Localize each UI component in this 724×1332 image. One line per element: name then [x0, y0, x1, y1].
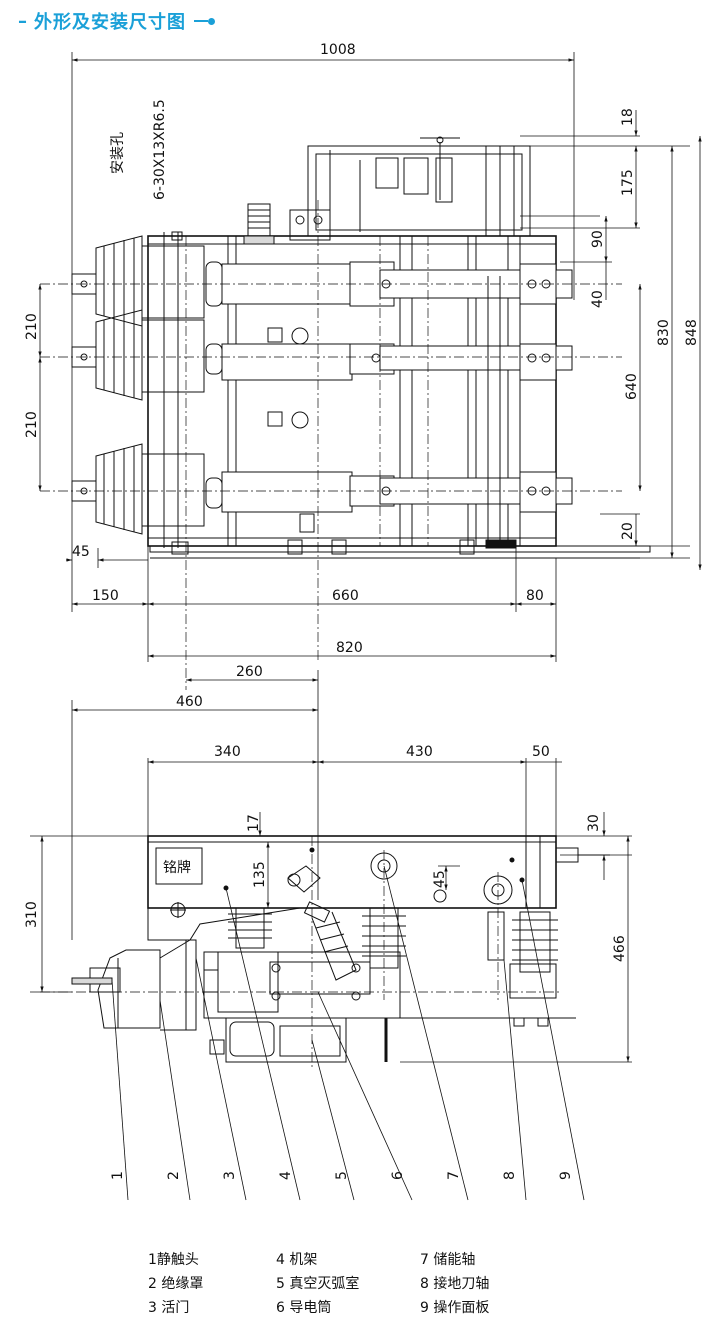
insulator-phase-2 — [71, 309, 205, 401]
dim-1008: 1008 — [320, 42, 356, 58]
legend-column-1: 1静触头 2 绝缘罩 3 活门 — [148, 1248, 203, 1320]
dim-150: 150 — [92, 588, 119, 604]
dim-17: 17 — [246, 814, 262, 832]
callout-leaders — [111, 865, 585, 1201]
dim-848: 848 — [684, 319, 700, 346]
dim-90: 90 — [590, 230, 606, 248]
insulator-phase-1 — [71, 235, 205, 327]
callout-numbers: 1 2 3 4 5 6 7 8 9 — [110, 1171, 574, 1180]
dim-50: 50 — [532, 744, 550, 760]
dim-466: 466 — [612, 935, 628, 962]
callout-1: 1 — [110, 1171, 126, 1180]
dim-80: 80 — [526, 588, 544, 604]
header-dash: – — [18, 10, 28, 32]
dim-460: 460 — [176, 694, 203, 710]
dim-430: 430 — [406, 744, 433, 760]
legend-item-5: 5 真空灭弧室 — [276, 1276, 360, 1292]
legend-item-7: 7 储能轴 — [420, 1252, 476, 1268]
legend-item-4: 4 机架 — [276, 1252, 318, 1268]
dim-20: 20 — [620, 522, 636, 540]
dim-40: 40 — [590, 290, 606, 308]
dim-175: 175 — [620, 169, 636, 196]
top-view: 1008 18 175 90 40 640 830 848 20 210 210… — [24, 42, 702, 690]
page-header: – 外形及安装尺寸图 — [18, 8, 215, 34]
callout-5: 5 — [334, 1171, 350, 1180]
mount-hole-spec: 6-30X13XR6.5 — [152, 99, 168, 200]
dim-260: 260 — [236, 664, 263, 680]
dim-45-top: 45 — [72, 544, 90, 560]
dim-830: 830 — [656, 319, 672, 346]
insulator-phase-3 — [71, 443, 205, 535]
mount-hole-label: 安装孔 — [110, 132, 126, 174]
callout-3: 3 — [222, 1171, 238, 1180]
dim-310: 310 — [24, 901, 40, 928]
callout-8: 8 — [502, 1171, 518, 1180]
legend-item-3: 3 活门 — [148, 1300, 190, 1316]
side-insulator-left — [228, 907, 272, 949]
side-insulator-right — [512, 911, 558, 973]
dim-210-upper: 210 — [24, 313, 40, 340]
legend-item-2: 2 绝缘罩 — [148, 1276, 204, 1292]
phase-bars — [205, 261, 573, 513]
dim-820: 820 — [336, 640, 363, 656]
dim-18: 18 — [620, 108, 636, 126]
nameplate-box — [155, 847, 203, 885]
header-line-decoration — [194, 20, 208, 22]
nameplate-label: 铭牌 — [163, 859, 191, 876]
dim-135: 135 — [252, 861, 268, 888]
dim-340: 340 — [214, 744, 241, 760]
legend-item-9: 9 操作面板 — [420, 1300, 490, 1316]
legend-item-6: 6 导电筒 — [276, 1300, 332, 1316]
dim-210-lower: 210 — [24, 411, 40, 438]
side-view: 铭牌 — [24, 664, 632, 1201]
legend-item-1: 1静触头 — [148, 1252, 199, 1268]
callout-9: 9 — [558, 1171, 574, 1180]
dim-45-side: 45 — [432, 870, 448, 888]
dim-640: 640 — [624, 373, 640, 400]
page-title: 外形及安装尺寸图 — [34, 12, 186, 33]
legend-column-2: 4 机架 5 真空灭弧室 6 导电筒 — [276, 1248, 359, 1320]
legend-item-8: 8 接地刀轴 — [420, 1276, 490, 1292]
callout-4: 4 — [278, 1171, 294, 1180]
callout-2: 2 — [166, 1171, 182, 1180]
dim-30: 30 — [586, 814, 602, 832]
callout-7: 7 — [446, 1171, 462, 1180]
callout-6: 6 — [390, 1171, 406, 1180]
header-dot-decoration — [208, 17, 215, 25]
dim-660: 660 — [332, 588, 359, 604]
legend-column-3: 7 储能轴 8 接地刀轴 9 操作面板 — [420, 1248, 489, 1320]
